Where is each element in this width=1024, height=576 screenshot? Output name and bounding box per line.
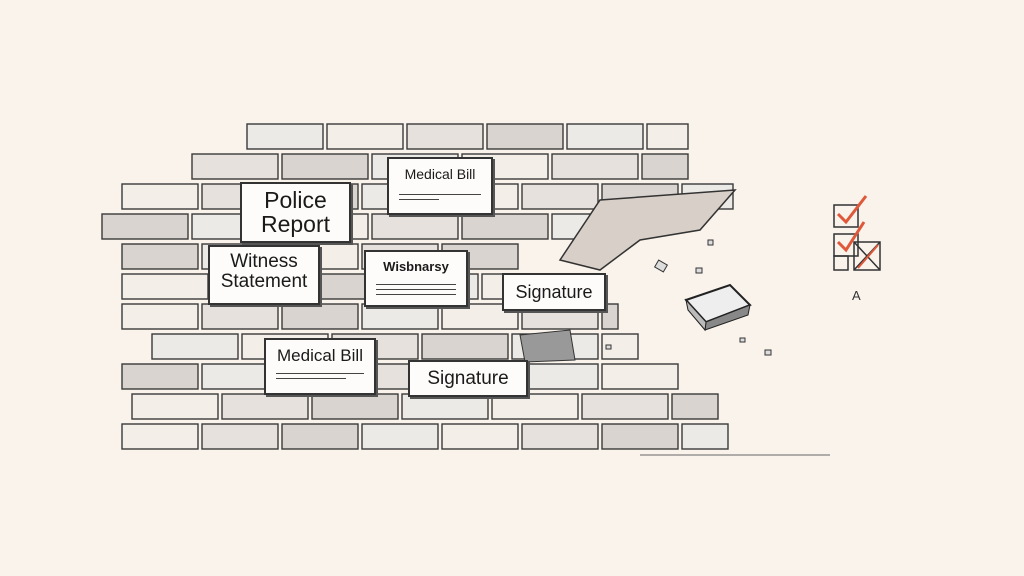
brick: [121, 183, 199, 210]
police-report-card: Police Report: [240, 182, 351, 243]
brick: [601, 363, 679, 390]
brick: [521, 183, 599, 210]
brick: [121, 303, 199, 330]
checklist-icon: [833, 195, 881, 271]
brick: [121, 243, 199, 270]
brick: [326, 123, 404, 150]
brick: [121, 273, 209, 300]
brick: [521, 363, 599, 390]
brick: [281, 153, 369, 180]
checklist-glyph: A: [852, 288, 861, 303]
debris: [605, 239, 772, 356]
brick: [371, 213, 459, 240]
brick: [671, 393, 719, 420]
signature-card-right: Signature: [502, 273, 606, 311]
card-label: Medical Bill: [404, 166, 476, 182]
card-label: Witness Statement: [220, 251, 308, 292]
brick: [361, 303, 439, 330]
brick: [201, 303, 279, 330]
brick: [566, 123, 644, 150]
brick: [401, 393, 489, 420]
card-label: Police Report: [260, 187, 331, 238]
brick: [406, 123, 484, 150]
signature-card-bottom: Signature: [408, 360, 528, 397]
brick: [641, 153, 689, 180]
garbled-document-card: Wisbnarsy: [364, 250, 468, 307]
brick: [551, 153, 639, 180]
brick: [521, 423, 599, 450]
card-label: Signature: [427, 368, 509, 389]
falling-brick: [684, 283, 752, 332]
witness-statement-card: Witness Statement: [208, 245, 320, 305]
brick: [121, 363, 199, 390]
brick: [491, 393, 579, 420]
brick: [601, 303, 619, 330]
brick: [281, 303, 359, 330]
brick: [281, 423, 359, 450]
brick: [441, 423, 519, 450]
brick: [221, 393, 309, 420]
brick: [151, 333, 239, 360]
brick: [131, 393, 219, 420]
brick: [581, 393, 669, 420]
brick: [201, 423, 279, 450]
brick: [191, 153, 279, 180]
brick: [361, 423, 439, 450]
brick: [461, 213, 549, 240]
card-label: Signature: [515, 282, 593, 302]
brick: [601, 423, 679, 450]
card-label: Medical Bill: [277, 346, 363, 365]
brick: [646, 123, 689, 150]
brick: [101, 213, 189, 240]
brick: [121, 423, 199, 450]
medical-bill-card-top: Medical Bill: [387, 157, 493, 215]
brick: [421, 333, 509, 360]
medical-bill-card-bottom: Medical Bill: [264, 338, 376, 395]
crack-shadow: [519, 189, 737, 363]
card-label: Wisbnarsy: [383, 259, 449, 274]
brick: [246, 123, 324, 150]
brick: [311, 393, 399, 420]
brick: [486, 123, 564, 150]
brick: [681, 423, 729, 450]
